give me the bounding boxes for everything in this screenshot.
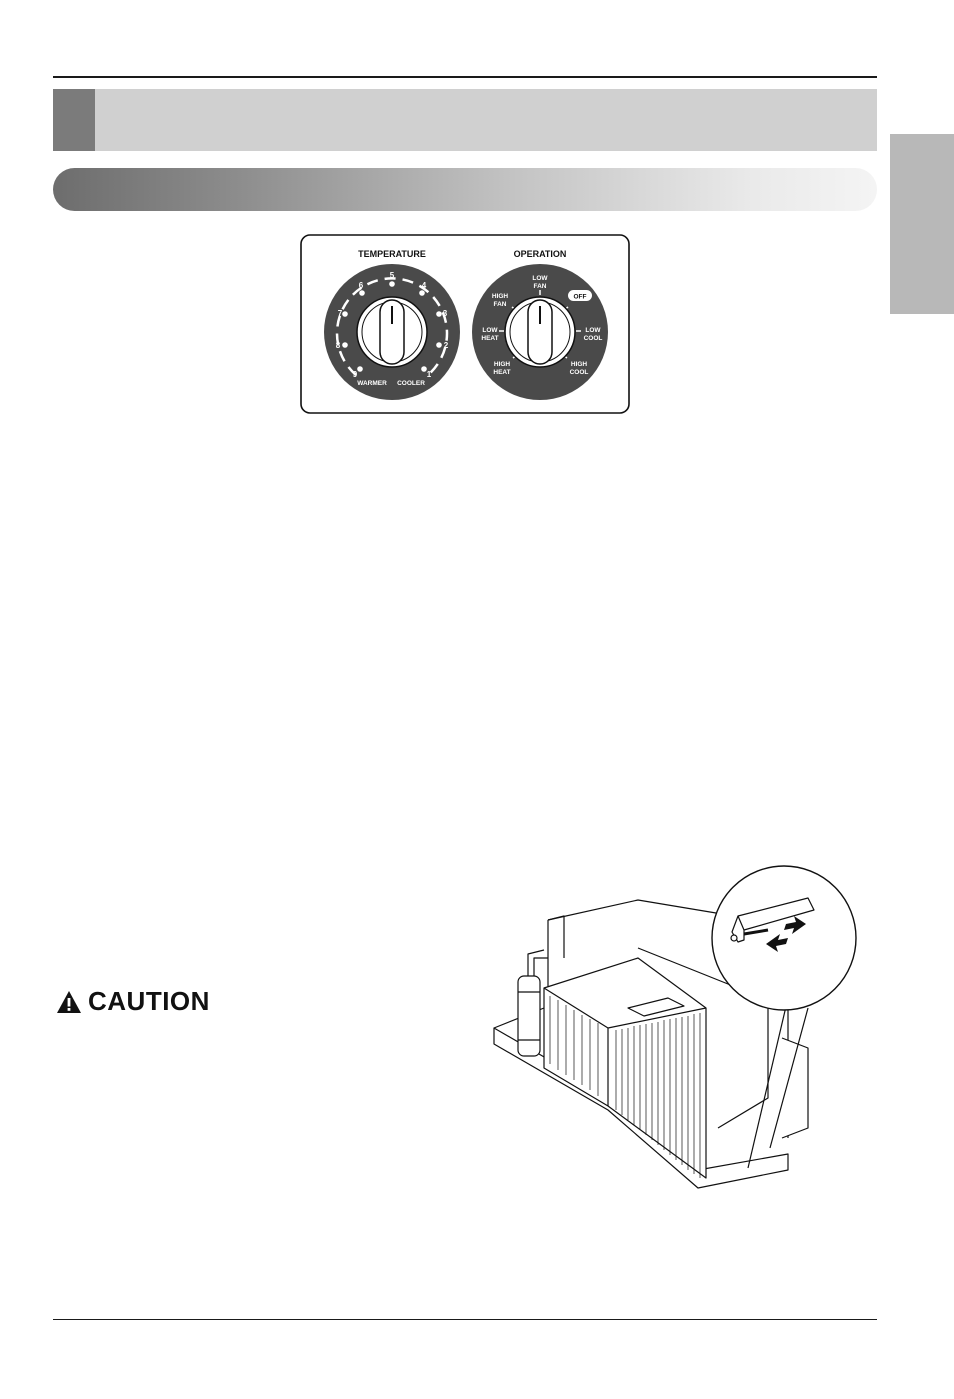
high-heat-label-line2: HEAT	[493, 369, 510, 376]
bottom-rule	[53, 1319, 877, 1320]
subsection-pill-bar	[53, 168, 877, 211]
temp-number-2: 2	[444, 341, 449, 350]
high-fan-label-line2: FAN	[494, 301, 507, 308]
temp-number-6: 6	[359, 281, 364, 290]
caution-label: CAUTION	[88, 986, 210, 1016]
temp-number-4: 4	[422, 281, 427, 290]
low-heat-label-line2: HEAT	[481, 335, 498, 342]
high-fan-label-line1: HIGH	[492, 293, 509, 300]
high-cool-label-line2: COOL	[570, 369, 589, 376]
control-panel-diagram: TEMPERATURE 5 4 3 2 1 6 7 8 9 WARM	[300, 234, 630, 414]
section-header-marker	[53, 89, 95, 151]
warning-triangle-icon	[57, 990, 81, 1013]
off-label: OFF	[574, 294, 587, 301]
temp-number-9: 9	[353, 370, 358, 379]
temperature-dial[interactable]: TEMPERATURE 5 4 3 2 1 6 7 8 9 WARM	[324, 249, 460, 400]
low-fan-label-line1: LOW	[532, 275, 548, 282]
top-rule	[53, 76, 877, 78]
temp-number-8: 8	[336, 341, 341, 350]
high-cool-label-line1: HIGH	[571, 361, 588, 368]
operation-dial[interactable]: OPERATION LOW FAN HIGH FAN LOW HEAT HIGH…	[472, 249, 608, 400]
air-conditioner-chassis-illustration	[493, 865, 857, 1189]
temp-number-1: 1	[427, 370, 432, 379]
operation-title: OPERATION	[514, 249, 567, 259]
low-cool-label-line1: LOW	[585, 327, 601, 334]
side-thumb-tab	[890, 134, 954, 314]
temperature-title: TEMPERATURE	[358, 249, 426, 259]
temp-number-5: 5	[390, 271, 395, 280]
caution-heading: CAUTION	[56, 986, 210, 1017]
high-heat-label-line1: HIGH	[494, 361, 511, 368]
low-cool-label-line2: COOL	[584, 335, 603, 342]
off-badge	[568, 290, 592, 301]
cooler-label: COOLER	[397, 380, 425, 387]
low-heat-label-line1: LOW	[482, 327, 498, 334]
temp-number-7: 7	[338, 309, 343, 318]
low-fan-label-line2: FAN	[534, 283, 547, 290]
warmer-label: WARMER	[357, 380, 387, 387]
section-header-band	[53, 89, 877, 151]
temp-number-3: 3	[443, 309, 448, 318]
